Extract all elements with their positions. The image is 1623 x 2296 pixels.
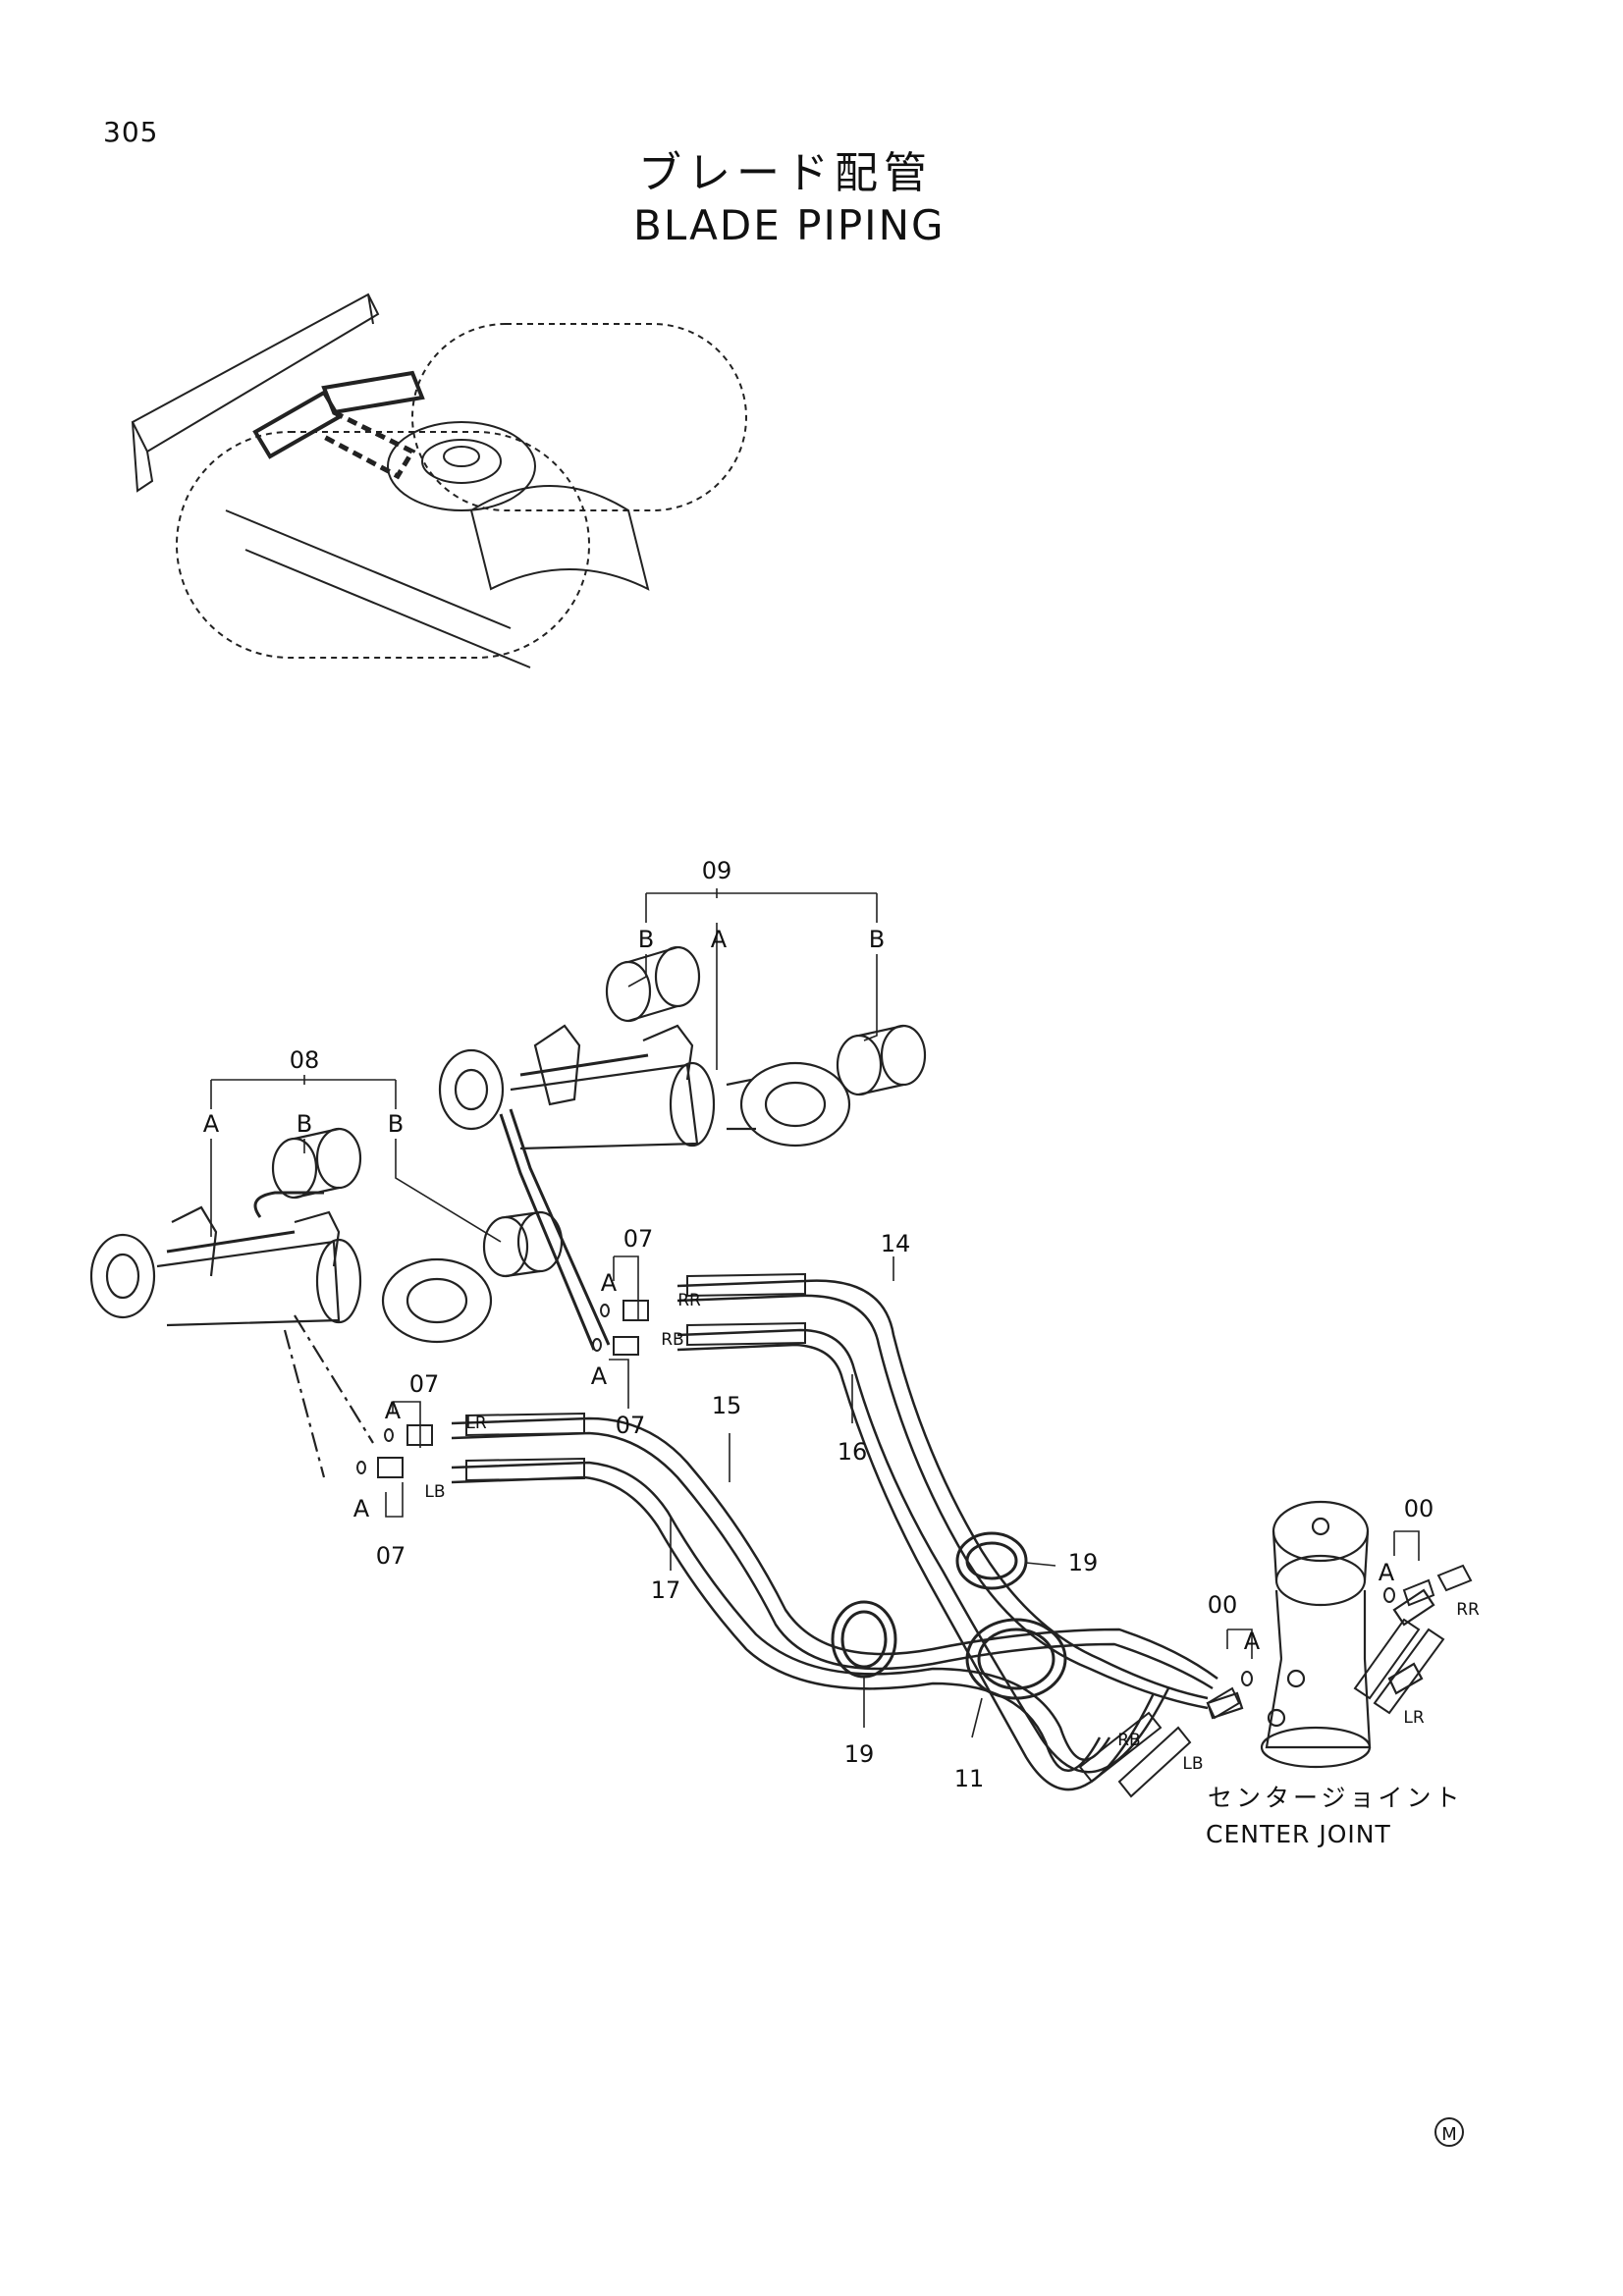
callout-16: 16 [838,1438,868,1466]
bushing-08-b-right [482,1210,564,1278]
callout-14: 14 [881,1230,911,1257]
callout-07-lower-left: 07 [376,1542,406,1570]
page-title-japanese: ブレード配管 [638,148,933,198]
callout-09-a: A [711,926,728,953]
blade-cylinder-upper [438,1024,851,1351]
callout-07-upper-right: 07 [623,1225,654,1253]
callout-07-lower-right: 07 [616,1412,646,1439]
port-lr-cylinder: LR [465,1414,486,1433]
callout-labels: 09 B A B 08 A B B 07 A A 07 07 A A 07 14… [203,857,1434,1792]
callout-00-a-left: A [1244,1628,1261,1655]
port-labels: RR RB LR LB RR LR RB LB [424,1291,1480,1774]
callout-08-a: A [203,1110,220,1138]
callout-19-lower: 19 [844,1740,875,1768]
clamp-19-upper [955,1531,1028,1590]
port-rb-cylinder: RB [661,1330,683,1350]
callout-15: 15 [712,1392,742,1419]
callout-00-a-right: A [1379,1559,1395,1586]
hose-14-16 [676,1279,1209,1791]
manufacturer-mark: M [1434,2117,1464,2147]
leader-lines [210,888,1420,1738]
callout-07-a-lower-left: A [353,1495,370,1522]
callout-08: 08 [290,1046,320,1074]
callout-07-a-lower-right: A [591,1362,608,1390]
bushing-09-b-right [836,1024,927,1096]
fitting-00-right [1383,1564,1473,1607]
callout-09-b-left: B [638,926,654,953]
callout-19-right: 19 [1068,1549,1099,1576]
port-rr-cylinder: RR [677,1291,701,1310]
hose-ferrules [465,1272,1445,1798]
manufacturer-mark-letter: M [1441,2124,1457,2145]
hose-15-17 [451,1416,1218,1772]
callout-11: 11 [954,1765,985,1792]
page-number: 305 [103,116,159,148]
callout-07-a-upper-right: A [601,1269,618,1297]
fittings-07 [356,1300,649,1478]
callout-08-b-right: B [388,1110,404,1138]
blade-cylinder-lower [89,1191,493,1478]
center-joint [1206,1500,1435,1769]
port-lb-joint: LB [1182,1754,1203,1774]
center-joint-label-english: CENTER JOINT [1206,1820,1391,1848]
page-title-english: BLADE PIPING [633,201,946,249]
center-joint-label-japanese: センタージョイント [1208,1784,1464,1812]
port-rb-joint: RB [1117,1731,1140,1750]
callout-00-left: 00 [1208,1591,1238,1619]
callout-08-b-left: B [297,1110,312,1138]
callout-09-b-right: B [869,926,885,953]
port-rr-joint: RR [1456,1600,1480,1620]
callout-17: 17 [651,1576,681,1604]
port-lr-joint: LR [1403,1708,1424,1728]
bushing-09-b-left [605,945,701,1023]
fitting-00-left [1206,1671,1253,1720]
callout-09: 09 [702,857,732,884]
callout-07-a-upper-left: A [385,1397,402,1424]
clamp-11 [965,1618,1067,1700]
callout-00-right: 00 [1404,1495,1434,1522]
clamp-19-lower [831,1600,897,1679]
port-lb-cylinder: LB [424,1482,445,1502]
bushing-08-b-left [271,1127,362,1200]
callout-07-upper-left: 07 [409,1370,440,1398]
machine-overview-sketch [131,293,747,668]
